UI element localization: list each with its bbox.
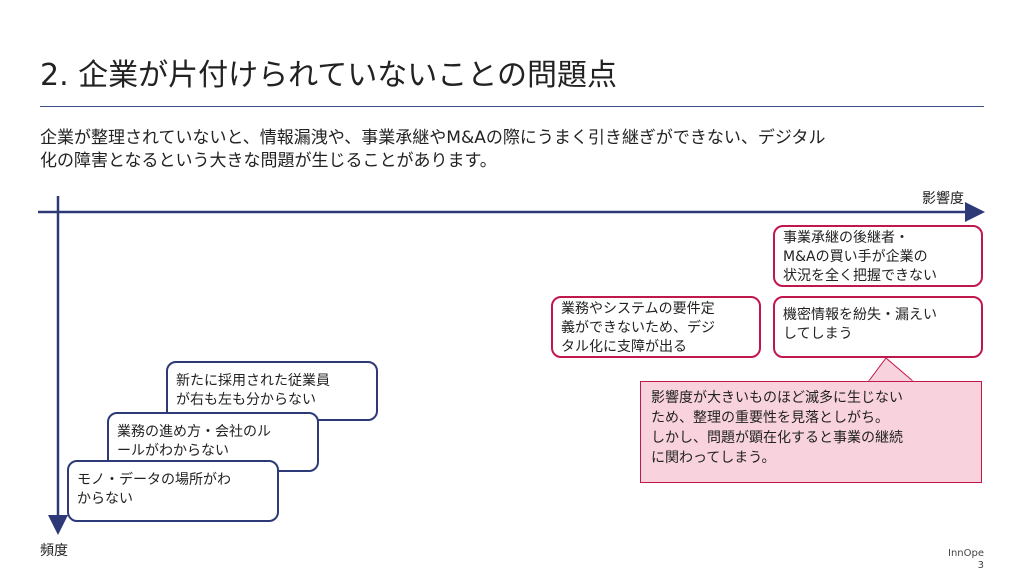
title-divider xyxy=(40,106,984,107)
item-line: ールがわからない xyxy=(117,443,229,459)
item-line: からない xyxy=(77,491,133,507)
intro-line-1: 企業が整理されていないと、情報漏洩や、事業承継やM&Aの際にうまく引き継ぎができ… xyxy=(40,128,826,148)
item-line: が右も左も分からない xyxy=(176,392,316,408)
item-line: タル化に支障が出る xyxy=(561,339,687,355)
intro-line-2: 化の障害となるという大きな問題が生じることがあります。 xyxy=(40,151,497,171)
item-requirements-definition: 業務やシステムの要件定 義ができないため、デジ タル化に支障が出る xyxy=(551,296,761,358)
item-line: 業務やシステムの要件定 xyxy=(561,301,715,317)
item-line: M&Aの買い手が企業の xyxy=(783,249,928,265)
footer-brand: InnOpe xyxy=(948,548,984,559)
intro-paragraph: 企業が整理されていないと、情報漏洩や、事業承継やM&Aの際にうまく引き継ぎができ… xyxy=(40,127,990,173)
footer: InnOpe 3 xyxy=(948,548,984,572)
callout-line: しかし、問題が顕在化すると事業の継続 xyxy=(651,430,903,446)
item-line: 事業承継の後継者・ xyxy=(783,230,909,246)
item-line: 義ができないため、デジ xyxy=(561,320,715,336)
item-line: モノ・データの場所がわ xyxy=(77,472,231,488)
page-number: 3 xyxy=(977,560,984,571)
item-line: 新たに採用された従業員 xyxy=(176,373,330,389)
item-line: 業務の進め方・会社のル xyxy=(117,424,271,440)
y-axis-label: 頻度 xyxy=(40,543,68,559)
callout-pointer xyxy=(867,357,916,383)
page-title: 2. 企業が片付けられていないことの問題点 xyxy=(40,58,617,93)
callout-line: 影響度が大きいものほど滅多に生じない xyxy=(651,390,903,406)
item-line: 機密情報を紛失・漏えい xyxy=(783,307,937,323)
callout-line: に関わってしまう。 xyxy=(651,450,776,466)
item-new-employee: 新たに採用された従業員 が右も左も分からない xyxy=(166,361,378,421)
x-axis-label: 影響度 xyxy=(922,191,964,207)
callout-line: ため、整理の重要性を見落としがち。 xyxy=(651,410,889,426)
item-succession-unknown: 事業承継の後継者・ M&Aの買い手が企業の 状況を全く把握できない xyxy=(773,225,983,287)
item-confidential-leak: 機密情報を紛失・漏えい してしまう xyxy=(773,296,983,358)
item-line: してしまう xyxy=(783,326,853,342)
item-data-location: モノ・データの場所がわ からない xyxy=(67,460,279,522)
item-line: 状況を全く把握できない xyxy=(783,268,937,284)
impact-callout: 影響度が大きいものほど滅多に生じない ため、整理の重要性を見落としがち。 しかし… xyxy=(640,381,982,483)
